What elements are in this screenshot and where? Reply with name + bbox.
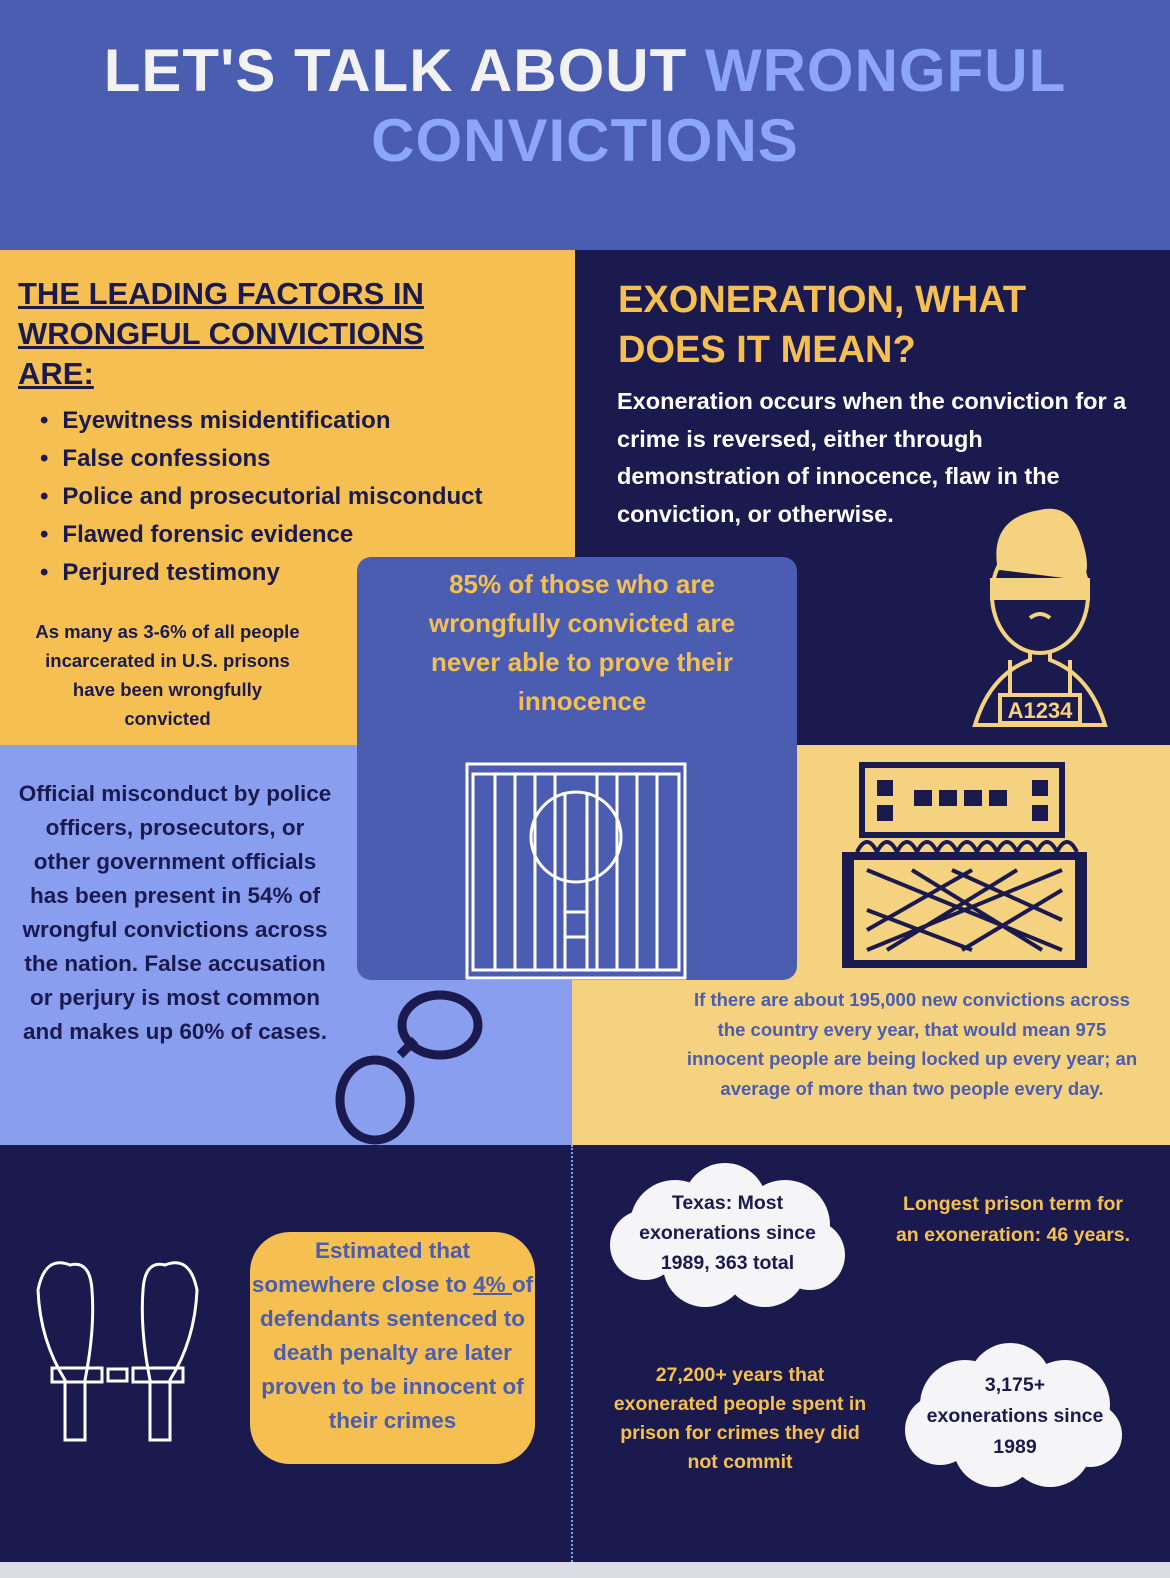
total-cloud [905, 1343, 1122, 1487]
factors-list: Eyewitness misidentification False confe… [40, 402, 483, 592]
misconduct-stat: Official misconduct by police officers, … [18, 781, 332, 1044]
exoneration-heading: EXONERATION, WHAT DOES IT MEAN? [618, 279, 1027, 371]
list-item: Perjured testimony [40, 554, 483, 592]
leading-factors-panel: THE LEADING FACTORS IN WRONGFUL CONVICTI… [0, 250, 575, 745]
convictions-stat: If there are about 195,000 new convictio… [686, 989, 1138, 1099]
exoneration-definition: Exoneration occurs when the conviction f… [617, 388, 1127, 527]
footer-strip [0, 1562, 1170, 1578]
death-stat-percent: 4% [473, 1272, 512, 1297]
longest-term-stat: Longest prison term for an exoneration: … [895, 1193, 1131, 1246]
cuffed-hands-icon [36, 1261, 199, 1442]
jail-cell-icon [465, 762, 687, 980]
list-item: Police and prosecutorial misconduct [40, 478, 482, 516]
innocence-callout: 85% of those who are wrongfully convicte… [357, 557, 797, 980]
texas-cloud [610, 1163, 845, 1307]
years-stat: 27,200+ years that exonerated people spe… [613, 1364, 867, 1473]
prisoner-icon: A1234 [972, 508, 1108, 727]
list-item: Flawed forensic evidence [40, 516, 483, 554]
total-exonerations-stat: 3,175+ exonerations since 1989 [926, 1374, 1104, 1458]
incarceration-stat: As many as 3-6% of all people incarcerat… [35, 621, 300, 729]
innocence-stat: 85% of those who are wrongfully convicte… [428, 569, 736, 716]
factors-heading: THE LEADING FACTORS IN WRONGFUL CONVICTI… [18, 276, 424, 391]
list-item: Eyewitness misidentification [40, 402, 483, 440]
stats-footer-panel [0, 1145, 1170, 1562]
divider [571, 1145, 573, 1562]
list-item: False confessions [40, 440, 483, 478]
death-stat-post: of defendants sentenced to death penalty… [259, 1272, 534, 1433]
prisoner-badge: A1234 [1008, 698, 1074, 723]
prison-building-icon [842, 762, 1087, 968]
death-penalty-callout: Estimated that somewhere close to 4% of … [250, 1232, 535, 1464]
handcuffs-icon [335, 990, 483, 1145]
death-stat-pre: Estimated that somewhere close to [251, 1238, 474, 1297]
texas-stat: Texas: Most exonerations since 1989, 363… [639, 1192, 816, 1274]
